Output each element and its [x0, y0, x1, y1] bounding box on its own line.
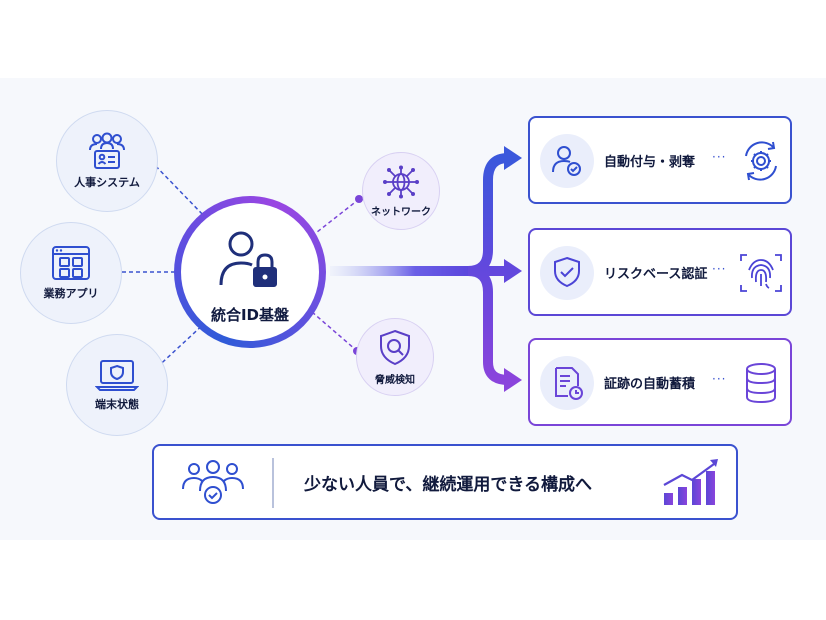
outcome-title: 証跡の自動蓄積: [604, 377, 696, 392]
shield-search-icon: [380, 329, 410, 365]
hub: [181, 203, 319, 341]
outcome-title: リスクベース認証: [604, 267, 708, 282]
users-id-card-icon: [89, 132, 125, 169]
signal-label: 脅威検知: [375, 374, 415, 386]
signal-network: ネットワーク: [362, 152, 440, 230]
outcome-dots: ···: [712, 372, 727, 386]
link-threat: [311, 311, 357, 351]
database-icon: [746, 363, 776, 404]
stream-bar: [330, 266, 472, 276]
outcome-card-risk-auth: リスクベース認証 ···: [528, 228, 792, 316]
outcome-icon-bg: [540, 246, 594, 300]
signal-label: ネットワーク: [371, 206, 431, 218]
team-check-icon: [182, 460, 244, 504]
source-device-status: 端末状態: [66, 334, 168, 436]
summary-divider: [272, 458, 274, 508]
source-label: 人事システム: [74, 176, 140, 189]
outcome-card-provisioning: 自動付与・剥奪 ···: [528, 116, 792, 204]
link-dot-network: [355, 195, 363, 203]
summary-message: 少ない人員で、継続運用できる構成へ: [304, 475, 592, 495]
shield-check-icon: [554, 256, 580, 288]
outcome-title: 自動付与・剥奪: [604, 155, 696, 170]
gear-sync-icon: [745, 141, 777, 181]
link-network: [311, 199, 359, 237]
outcome-dots: ···: [712, 262, 727, 276]
fingerprint-icon: [740, 254, 782, 292]
outcome-icon-bg: [540, 356, 594, 410]
hub-label: 統合ID基盤: [210, 306, 290, 324]
outcome-icon-bg: [540, 134, 594, 188]
growth-bars-icon: [663, 459, 718, 505]
branch-tree: [467, 153, 509, 385]
outcome-card-audit-log: 証跡の自動蓄積 ···: [528, 338, 792, 426]
arrow-to-risk-auth: [504, 259, 522, 283]
source-hr-system: 人事システム: [56, 110, 158, 212]
outcome-dots: ···: [712, 150, 727, 164]
source-business-app: 業務アプリ: [20, 222, 122, 324]
arrow-to-audit-log: [504, 368, 522, 392]
arrow-to-provisioning: [504, 146, 522, 170]
user-lock-icon: [219, 231, 277, 287]
network-globe-icon: [383, 165, 419, 198]
document-clock-icon: [555, 367, 583, 400]
summary-banner: 少ない人員で、継続運用できる構成へ: [152, 444, 738, 520]
link-device-status: [151, 321, 207, 373]
source-label: 業務アプリ: [43, 287, 99, 300]
signal-threat-detection: 脅威検知: [356, 318, 434, 396]
app-window-grid-icon: [52, 246, 90, 280]
user-check-icon: [552, 146, 581, 176]
source-label: 端末状態: [95, 398, 139, 411]
laptop-shield-icon: [95, 360, 139, 391]
